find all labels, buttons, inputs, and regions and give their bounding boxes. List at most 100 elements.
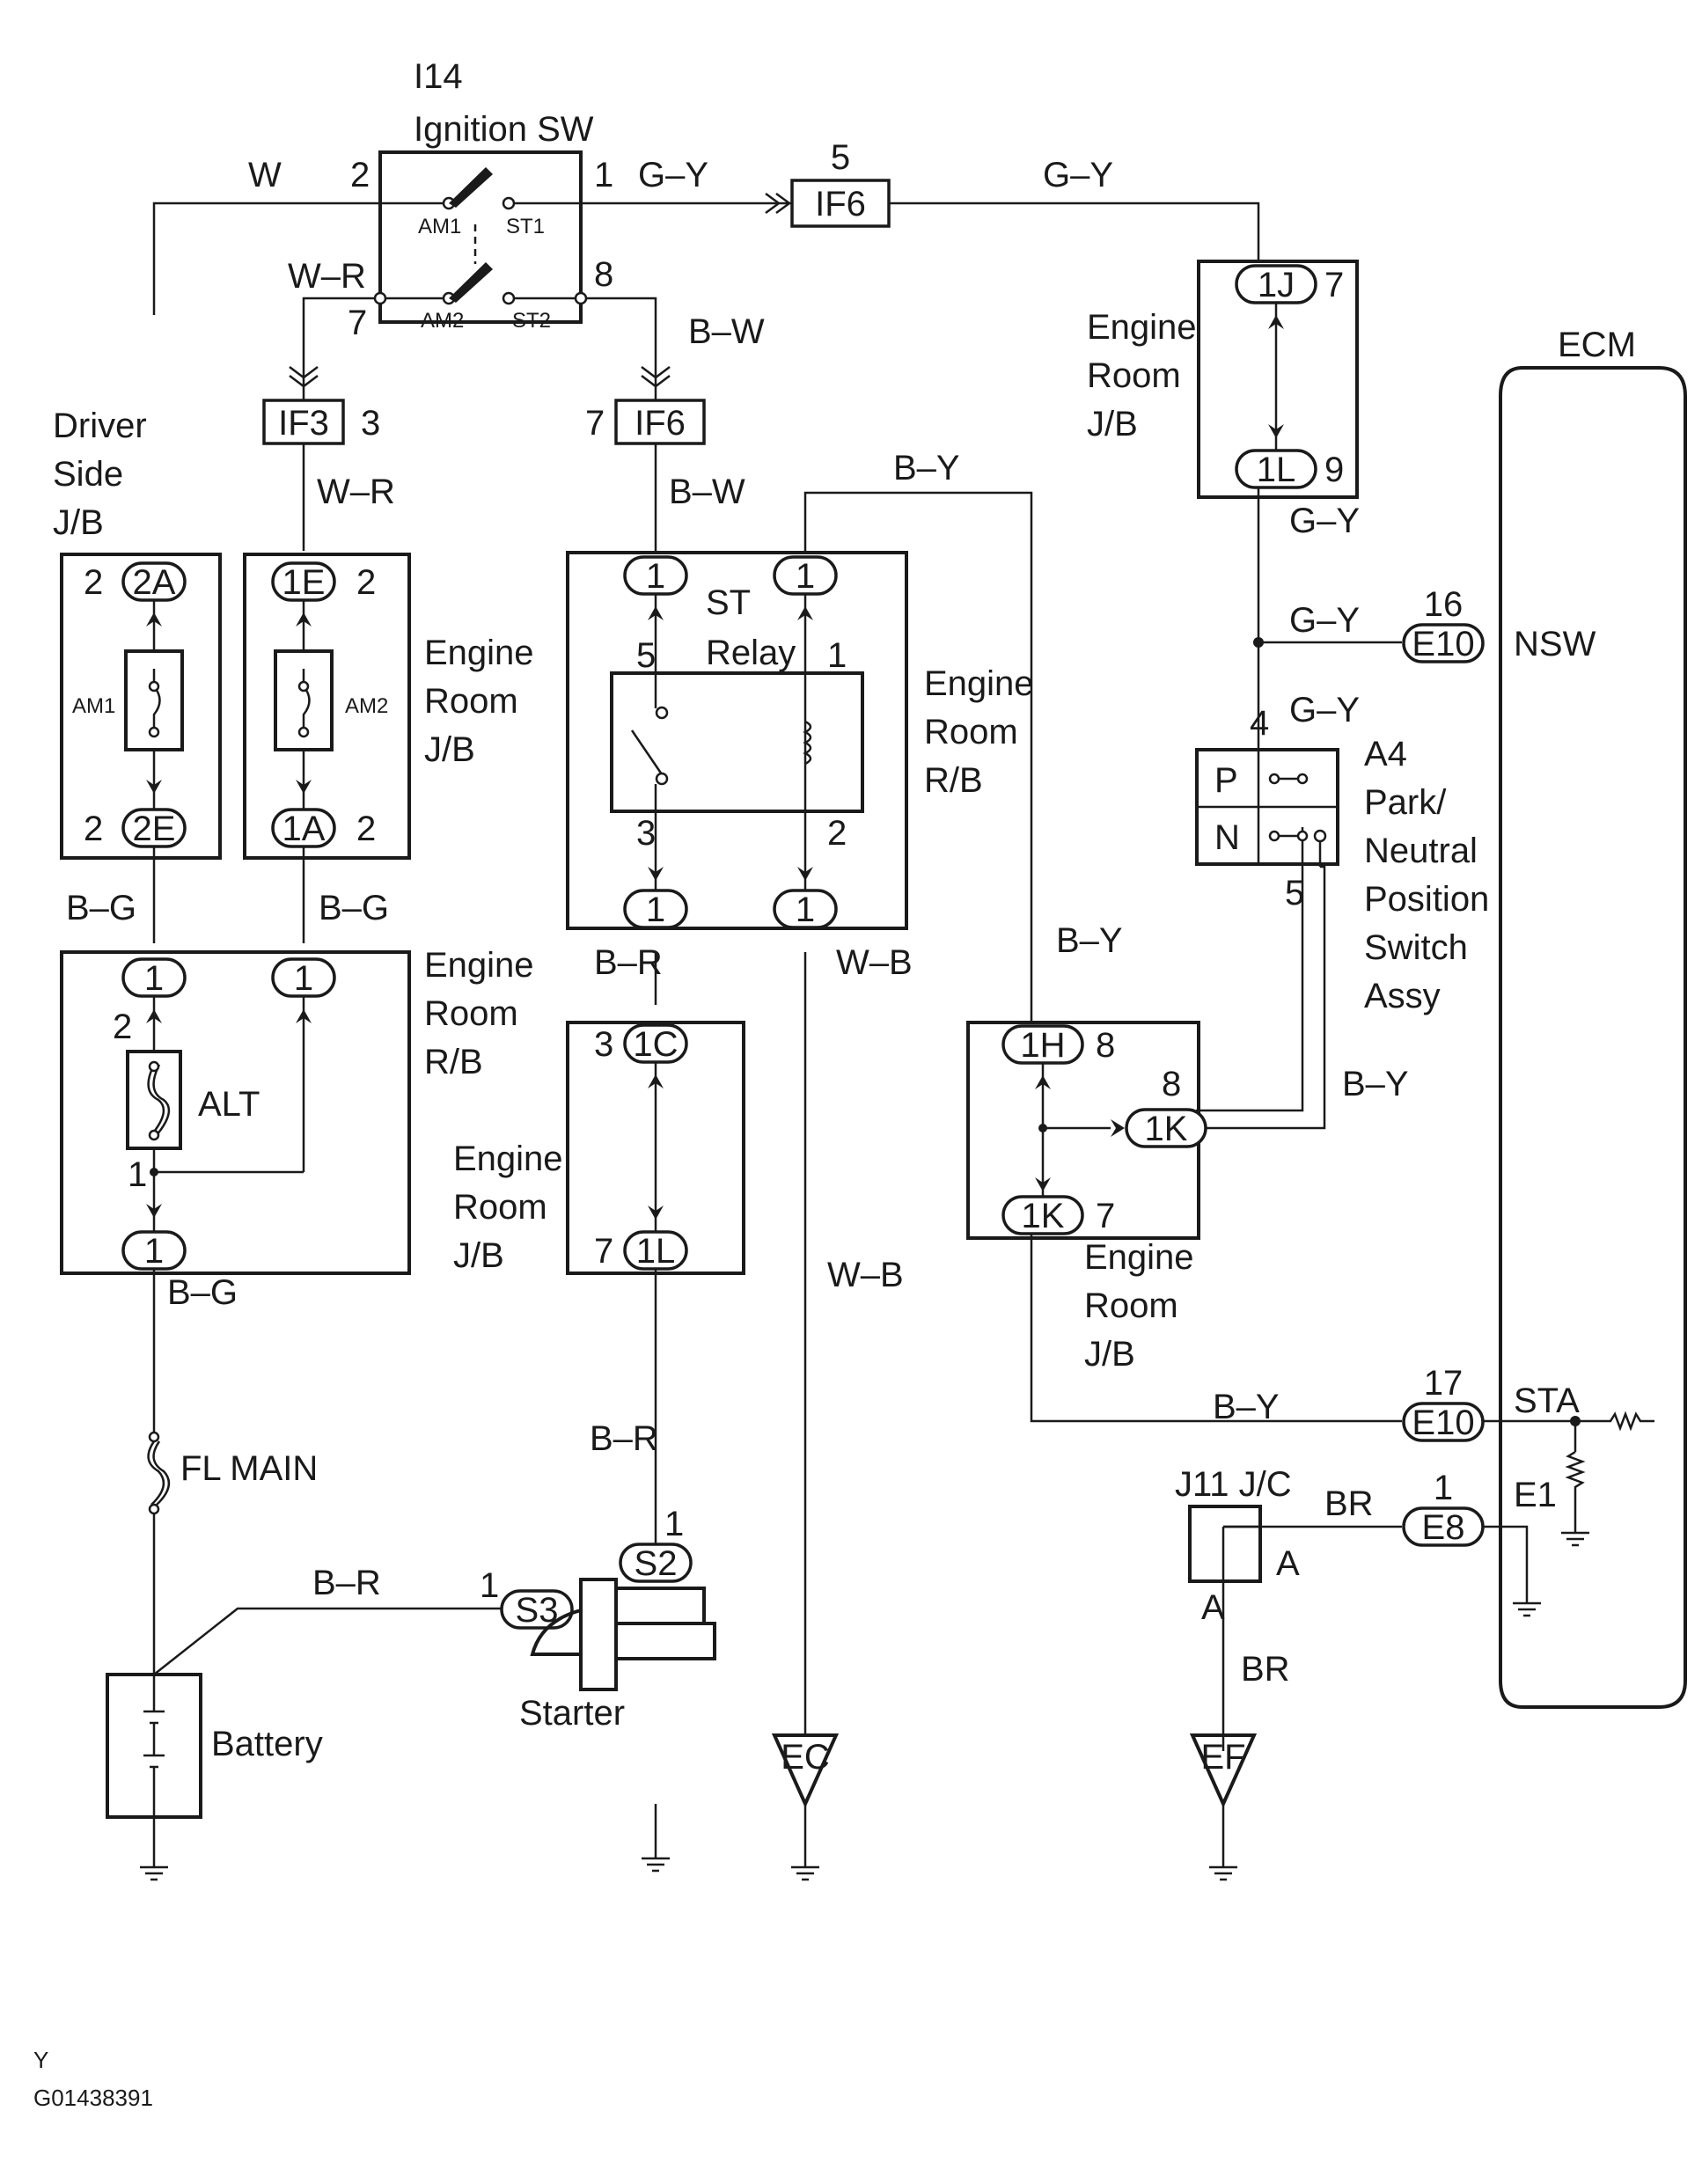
wire-label-br: B–R	[312, 1564, 381, 1602]
ground-ec: EC	[771, 1733, 840, 1808]
ignition-st2: ST2	[512, 309, 551, 333]
mr-jb-side-pin: 8	[1162, 1065, 1181, 1103]
connector-if3-pin: 3	[361, 404, 380, 443]
ground-icon	[789, 1855, 821, 1881]
ground-ef-label: EF	[1200, 1738, 1245, 1777]
alt-conn-b: 1	[294, 959, 313, 998]
st-relay-pin-2: 2	[827, 814, 847, 853]
alt-rb-name-3: R/B	[424, 1043, 483, 1081]
junction-connector-j11: J11 J/C A A	[1175, 1465, 1300, 1627]
ground-icon	[1207, 1855, 1239, 1881]
ignition-pin-1: 1	[594, 156, 613, 194]
st-relay-conn-bl: 1	[646, 890, 665, 929]
ecm-e1-pin: 1	[1434, 1469, 1453, 1507]
starter-s2-conn: S2	[635, 1544, 678, 1583]
pnp-name-1: Park/	[1364, 783, 1447, 822]
engine-room-jb-am2: 1E 2 AM2 1A 2 Engine Room J/B	[243, 553, 534, 860]
wire-label-wb: W–B	[827, 1256, 904, 1294]
ignition-st1: ST1	[506, 215, 545, 238]
mr-jb-name-1: Engine	[1084, 1238, 1194, 1277]
am2-jb-top-conn: 1E	[282, 563, 326, 602]
connector-if6-mid-pin: 7	[585, 404, 605, 443]
st-relay-pin-3: 3	[636, 814, 656, 853]
engine-room-jb-top-right: 1J 7 1L 9 Engine Room J/B	[1087, 260, 1359, 499]
wire-label-wr: W–R	[317, 473, 395, 511]
mr-jb-name-3: J/B	[1084, 1335, 1135, 1374]
wire-label-wr: W–R	[288, 257, 366, 296]
mr-jb-bot-conn: 1K	[1022, 1197, 1065, 1235]
ignition-pin-8: 8	[594, 255, 613, 294]
wire-label-brown: BR	[1241, 1650, 1290, 1689]
ecm-sta-pin: 17	[1424, 1364, 1464, 1403]
pnp-n: N	[1214, 818, 1240, 857]
pnp-pin-5: 5	[1285, 874, 1304, 912]
ecm-nsw-conn: E10	[1412, 625, 1474, 663]
am2-jb-name-3: J/B	[424, 730, 475, 769]
driver-jb-name-2: Side	[53, 455, 123, 494]
driver-side-jb: Driver Side J/B 2A 2 AM1 2E 2	[53, 407, 222, 860]
alt-pin-top: 2	[113, 1008, 132, 1046]
engine-room-rb-alt: 1 1 2 ALT 1 1 Engine Room R/B	[60, 946, 534, 1275]
alt-rb-name-1: Engine	[424, 946, 534, 985]
connector-if6-label: IF6	[815, 185, 866, 224]
mr-jb-side-conn: 1K	[1145, 1110, 1188, 1148]
tr-jb-bot-pin: 9	[1324, 451, 1344, 489]
driver-jb-top-conn: 2A	[133, 563, 176, 602]
mr-jb-top-pin: 8	[1096, 1026, 1115, 1065]
ecm-e1-label: E1	[1514, 1476, 1557, 1514]
battery: Battery	[106, 1673, 323, 1819]
connector-if6-mid: IF6 7	[585, 365, 706, 445]
ignition-am1: AM1	[418, 215, 461, 238]
ecm-sta-label: STA	[1514, 1381, 1580, 1420]
wire-label-w: W	[248, 156, 282, 194]
st-jb-name-2: Room	[453, 1188, 547, 1227]
tr-jb-name-1: Engine	[1087, 308, 1197, 347]
wire-label-by: B–Y	[1213, 1388, 1280, 1426]
pnp-name-3: Position	[1364, 880, 1489, 919]
pnp-p: P	[1214, 761, 1238, 800]
st-jb-name-3: J/B	[453, 1236, 504, 1275]
ignition-switch-box	[378, 150, 583, 324]
st-jb-top-conn: 1C	[633, 1025, 678, 1064]
connector-if3: IF3 3	[262, 365, 380, 445]
driver-jb-bot-pin: 2	[84, 810, 103, 848]
st-jb-name-1: Engine	[453, 1140, 563, 1178]
starter: 1 S3 1 S2 Starter	[480, 1505, 716, 1733]
ignition-pin-7: 7	[348, 304, 367, 342]
st-relay-name-1: ST	[706, 583, 751, 622]
ecm-nsw-pin: 16	[1424, 585, 1464, 624]
ignition-am2: AM2	[421, 309, 464, 333]
engine-room-jb-st: 1C 3 1L 7 Engine Room J/B	[453, 1021, 745, 1275]
alt-rb-name-2: Room	[424, 994, 518, 1033]
ground-ef: EF	[1189, 1733, 1258, 1808]
wire-label-gy: G–Y	[638, 156, 708, 194]
wire-label-gy: G–Y	[1289, 502, 1360, 540]
wire-label-gy: G–Y	[1289, 691, 1360, 729]
pnp-code: A4	[1364, 735, 1407, 773]
st-rb-name-1: Engine	[924, 664, 1034, 703]
ignition-switch: I14 Ignition SW 2 1 7 8 AM1 ST1 AM2 ST2	[348, 57, 613, 342]
st-relay-pin-5: 5	[636, 636, 656, 675]
st-jb-top-pin: 3	[594, 1025, 613, 1064]
park-neutral-position-switch: 4 P N 5 A4 Park/ Neutral Position Switch…	[1195, 704, 1489, 1015]
wires	[152, 202, 1577, 1857]
pnp-pin-4: 4	[1250, 704, 1269, 743]
wire-label-bw: B–W	[669, 473, 745, 511]
fuse-alt-label: ALT	[198, 1085, 260, 1124]
ignition-switch-code: I14	[414, 57, 463, 96]
pnp-name-2: Neutral	[1364, 832, 1478, 870]
ignition-switch-name: Ignition SW	[414, 110, 594, 149]
starter-s3-pin: 1	[480, 1566, 499, 1605]
am2-jb-name-1: Engine	[424, 634, 534, 672]
am2-jb-bot-pin: 2	[356, 810, 376, 848]
am2-jb-bot-conn: 1A	[282, 810, 326, 848]
wire-label-bw: B–W	[688, 312, 765, 351]
driver-jb-name-1: Driver	[53, 407, 147, 445]
jc-pin-a2: A	[1201, 1588, 1225, 1627]
driver-jb-bot-conn: 2E	[133, 810, 176, 848]
ground-icon	[138, 1855, 170, 1881]
starter-name: Starter	[519, 1694, 625, 1733]
footer-line-2: G01438391	[33, 2085, 153, 2111]
st-rb-name-3: R/B	[924, 761, 983, 800]
tr-jb-name-3: J/B	[1087, 405, 1138, 443]
